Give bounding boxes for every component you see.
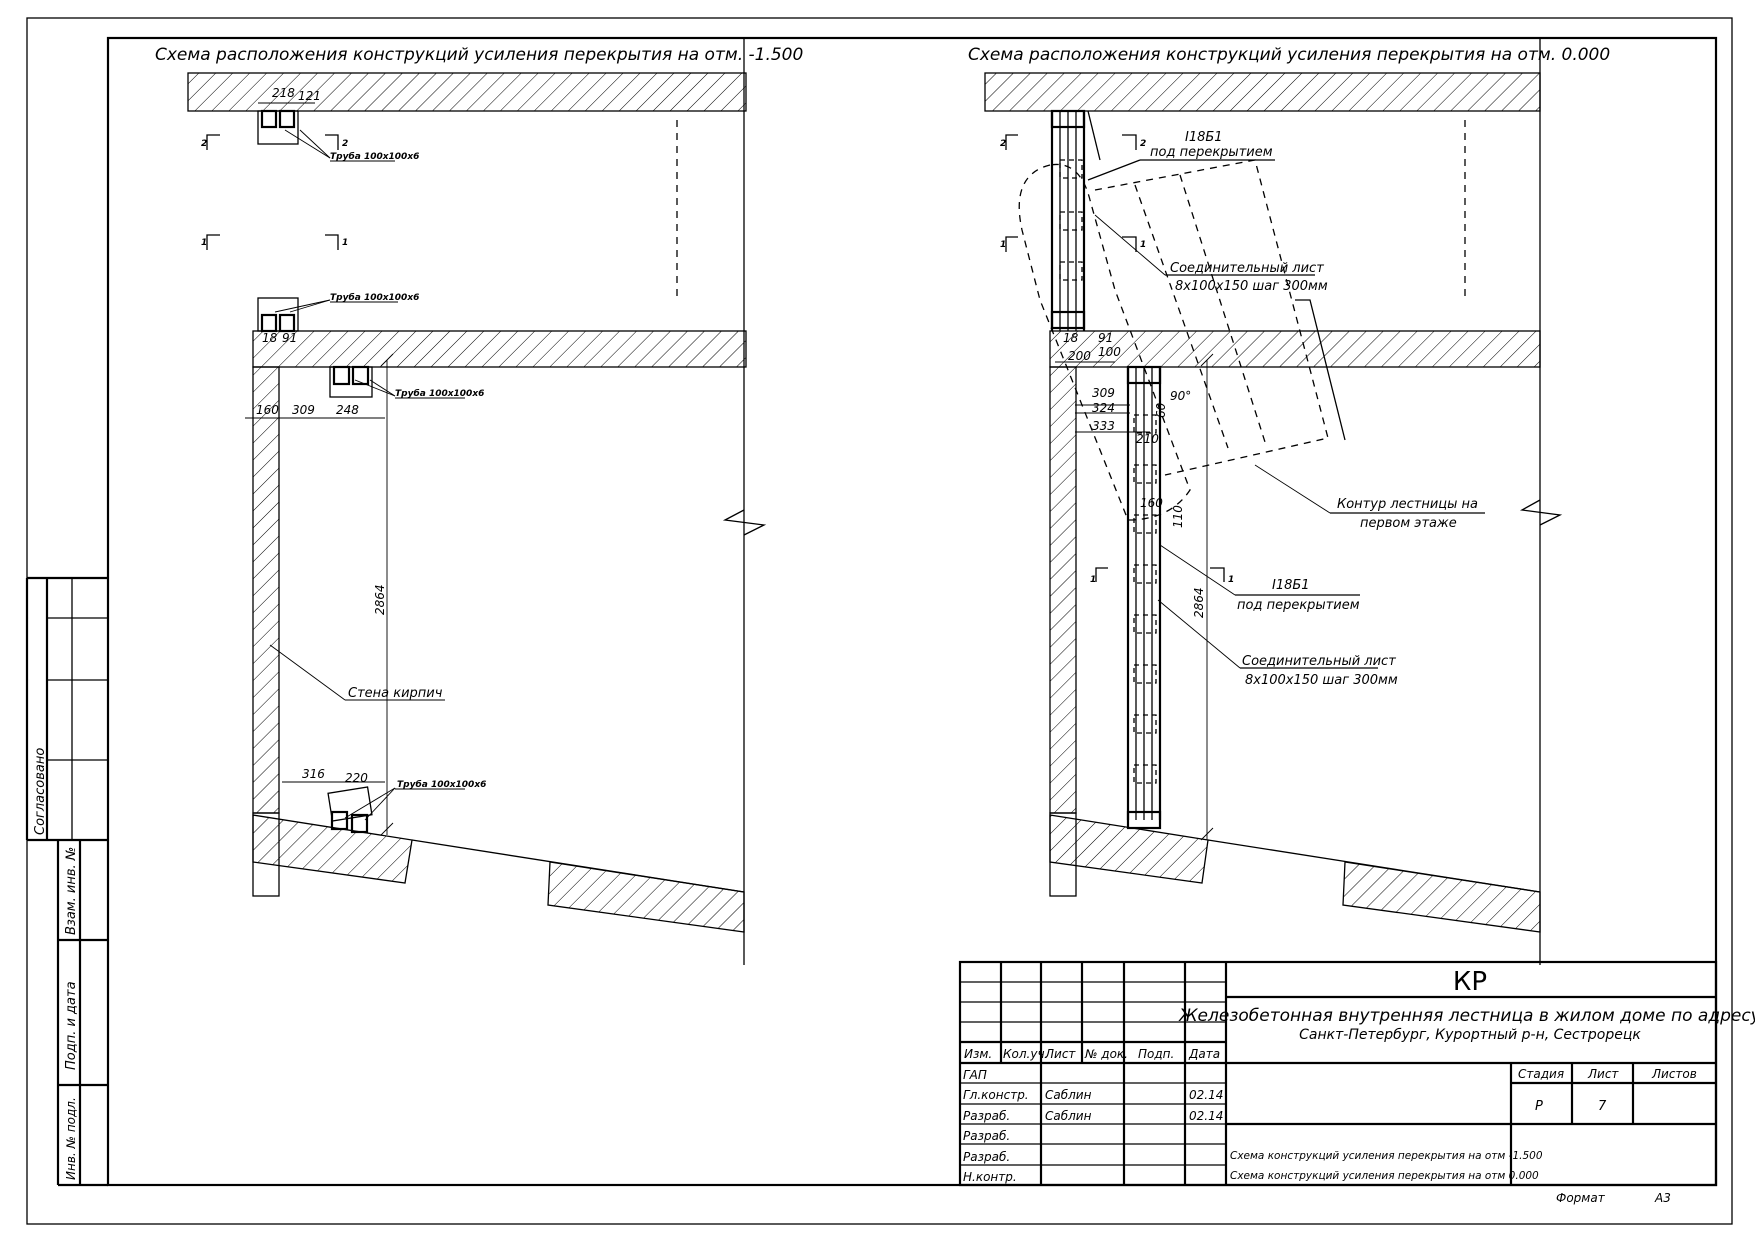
title-block: КР Железобетонная внутренняя лестница в … [958, 960, 1755, 1205]
inner-frame [106, 36, 1718, 1187]
sec-1d-r: 1 [1228, 575, 1234, 585]
dim-316: 316 [302, 767, 325, 781]
dim-90-r: 90° [1170, 389, 1191, 403]
agreed-label: Согласовано [33, 748, 48, 835]
tb-role-2: Разраб. [963, 1109, 1010, 1123]
tb-date-1: 02.14 [1189, 1088, 1223, 1102]
wall-label: Стена кирпич [348, 686, 443, 701]
sec-2a-r: 2 [1000, 139, 1006, 149]
tb-role-4: Разраб. [963, 1150, 1010, 1164]
tb-desc-2: Схема конструкций усиления перекрытия на… [1230, 1170, 1539, 1182]
stair-slab-r1 [1049, 814, 1209, 884]
tb-desc-1: Схема конструкций усиления перекрытия на… [1230, 1150, 1543, 1162]
beam-label-top: I18Б1 [1185, 130, 1223, 145]
sec-1c-r: 1 [1090, 575, 1096, 585]
tb-hdr-podp: Подп. [1138, 1047, 1174, 1061]
tb-hdr-ndok: № док. [1084, 1047, 1128, 1061]
dim-218: 218 [272, 86, 295, 100]
dim-309-r: 309 [1092, 386, 1115, 400]
tb-format-value: А3 [1654, 1191, 1671, 1205]
sec-1b-r: 1 [1140, 240, 1146, 250]
tb-name-2: Саблин [1045, 1109, 1092, 1123]
left-title: Схема расположения конструкций усиления … [155, 45, 803, 65]
sheet-label-top: Соединительный лист [1170, 261, 1324, 276]
dim-324-r: 324 [1092, 401, 1115, 415]
contour-sub: первом этаже [1360, 516, 1457, 531]
dim-91-r: 91 [1098, 331, 1113, 345]
tb-stage-hdr: Стадия [1518, 1067, 1564, 1081]
dim-18: 18 [262, 331, 278, 345]
podp-label: Подп. и дата [64, 981, 79, 1070]
stair-slab-r2 [1342, 861, 1541, 933]
middle-slab-r [1049, 330, 1541, 368]
beam-sub-low: под перекрытием [1237, 598, 1360, 613]
pipe-label-2: Труба 100х100х6 [330, 292, 419, 303]
sec-1a: 1 [201, 238, 207, 248]
sec-2b-r: 2 [1140, 139, 1146, 149]
dim-18-r: 18 [1063, 331, 1079, 345]
pipe-label-3: Труба 100х100х6 [395, 388, 484, 399]
tb-hdr-izm: Изм. [964, 1047, 992, 1061]
tb-role-5: Н.контр. [963, 1170, 1017, 1184]
dim-2864-r: 2864 [1192, 587, 1206, 618]
outer-frame [26, 17, 1733, 1225]
tb-project-2: Санкт-Петербург, Курортный р-н, Сестроре… [1299, 1027, 1641, 1043]
right-drawing: Схема расположения конструкций усиления … [968, 38, 1610, 965]
dim-100-r: 100 [1098, 345, 1121, 359]
dim-2864: 2864 [373, 584, 387, 615]
sec-2b: 2 [342, 139, 348, 149]
dim-91: 91 [282, 331, 297, 345]
stair-slab-2 [547, 861, 745, 933]
dim-121: 121 [298, 89, 321, 103]
sec-2a: 2 [201, 139, 207, 149]
brick-wall-r [1049, 366, 1077, 814]
top-slab [187, 72, 747, 112]
dim-248: 248 [336, 403, 359, 417]
tb-code: КР [1453, 967, 1487, 997]
sheet-sub-top: 8х100х150 шаг 300мм [1175, 279, 1328, 294]
tb-hdr-data: Дата [1188, 1047, 1220, 1061]
left-drawing: Схема расположения конструкций усиления … [155, 38, 803, 965]
pipe-label-4: Труба 100х100х6 [397, 779, 486, 790]
dim-60-r: 60 [1154, 402, 1168, 418]
beam-sub-top: под перекрытием [1150, 145, 1273, 160]
inv-label: Инв. № подл. [64, 1097, 78, 1180]
tb-stage: Р [1535, 1099, 1543, 1114]
tb-sheet: 7 [1598, 1099, 1607, 1114]
tb-sheets-hdr: Листов [1651, 1067, 1697, 1081]
tb-hdr-kol: Кол.уч. [1003, 1047, 1048, 1061]
dim-110-r: 110 [1171, 505, 1185, 528]
top-slab-r [984, 72, 1541, 112]
tb-format-label: Формат [1556, 1191, 1606, 1205]
dim-200-r: 200 [1068, 349, 1091, 363]
middle-slab [252, 330, 747, 368]
sec-1b: 1 [342, 238, 348, 248]
sec-1a-r: 1 [1000, 240, 1006, 250]
dim-160: 160 [256, 403, 279, 417]
tb-project-1: Железобетонная внутренняя лестница в жил… [1178, 1006, 1755, 1026]
tb-sheet-hdr: Лист [1587, 1067, 1619, 1081]
dim-220: 220 [345, 771, 368, 785]
right-title: Схема расположения конструкций усиления … [968, 45, 1610, 65]
tb-hdr-list: Лист [1044, 1047, 1076, 1061]
contour-label: Контур лестницы на [1337, 497, 1478, 512]
sheet-sub-low: 8х100х150 шаг 300мм [1245, 673, 1398, 688]
dim-333-r: 333 [1092, 419, 1115, 433]
tb-role-1: Гл.констр. [963, 1088, 1029, 1102]
dim-160-r: 160 [1140, 496, 1163, 510]
brick-wall [252, 366, 280, 814]
dim-210-r: 210 [1136, 432, 1159, 446]
beam-label-low: I18Б1 [1272, 578, 1310, 593]
tb-date-2: 02.14 [1189, 1109, 1223, 1123]
tb-role-3: Разраб. [963, 1129, 1010, 1143]
tb-role-0: ГАП [963, 1068, 987, 1082]
side-stamp: Согласовано Взам. инв. № Подп. и дата Ин… [25, 576, 108, 1187]
vzam-label: Взам. инв. № [64, 847, 79, 935]
dim-309: 309 [292, 403, 315, 417]
tb-name-1: Саблин [1045, 1088, 1092, 1102]
pipe-label-1: Труба 100х100х6 [330, 151, 419, 162]
sheet-label-low: Соединительный лист [1242, 654, 1396, 669]
